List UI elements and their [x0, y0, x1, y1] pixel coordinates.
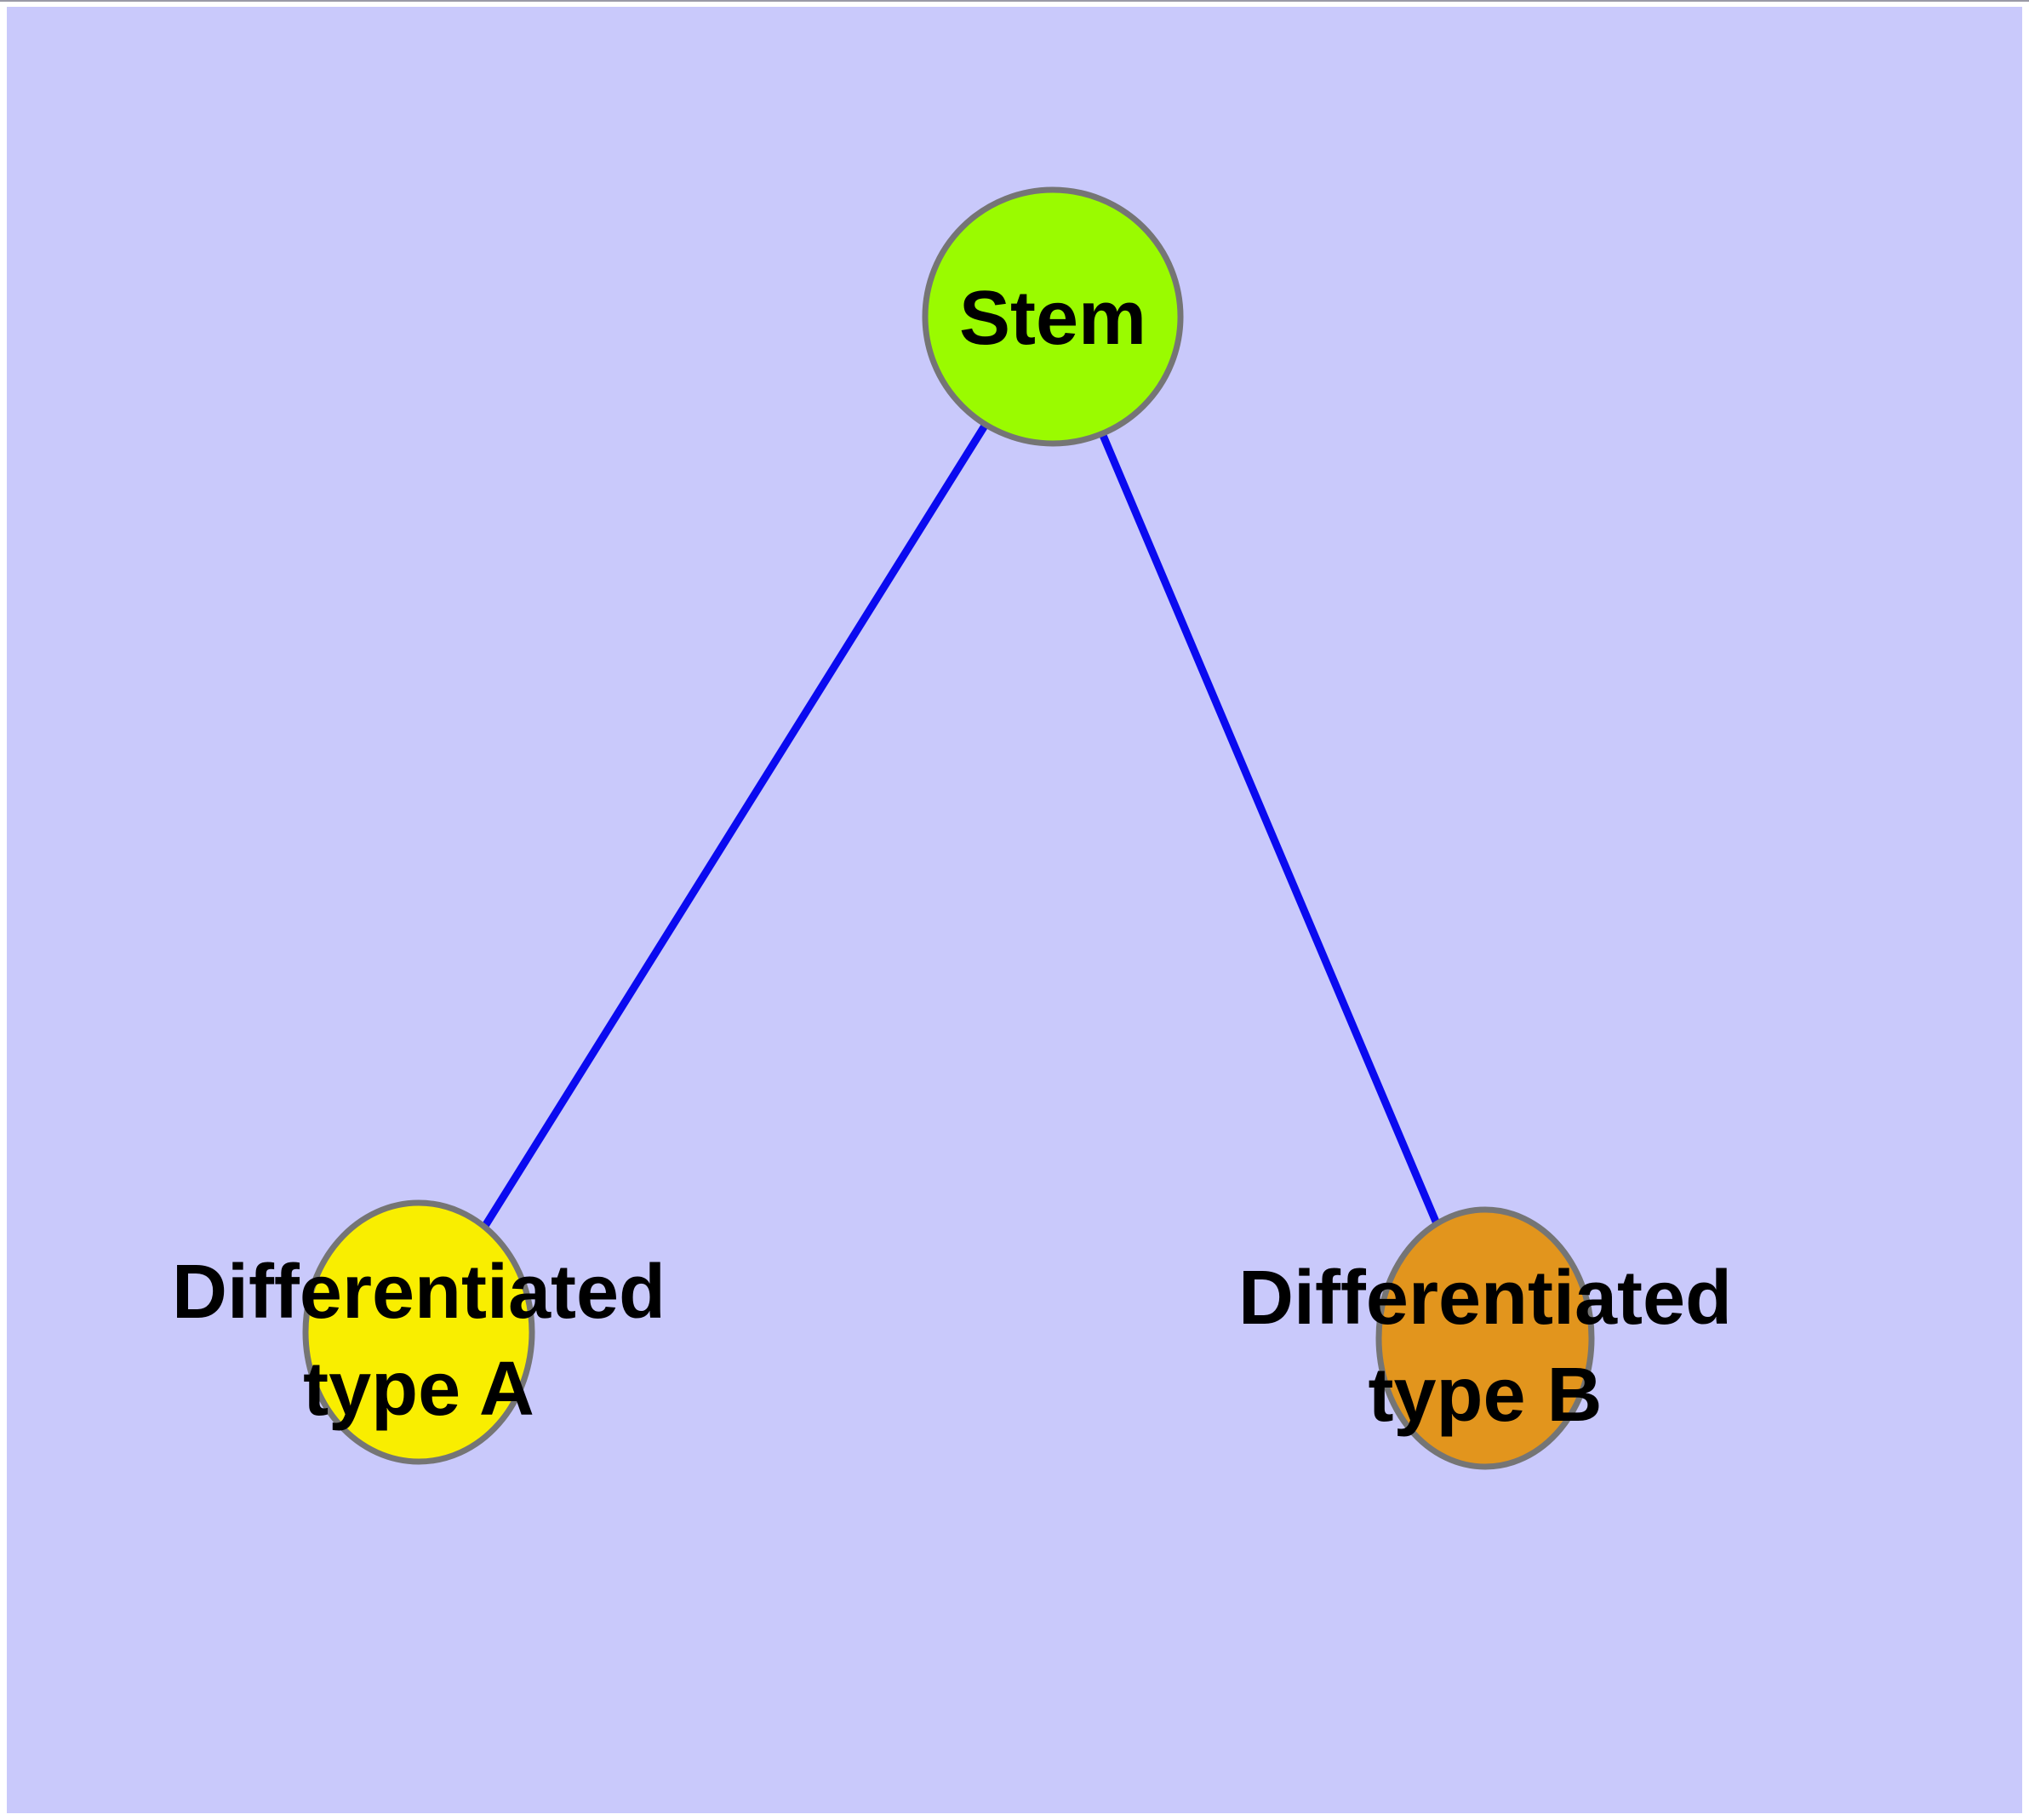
node-type-a-label-line1: Differentiated: [172, 1250, 666, 1335]
node-type-a-circle: [302, 1199, 535, 1465]
node-type-b-label-line1: Differentiated: [1238, 1256, 1732, 1341]
node-stem-label: Stem: [959, 276, 1146, 361]
edge-stem-to-type-b: [1049, 312, 1489, 1342]
node-type-b-circle: [1375, 1206, 1595, 1470]
node-type-b-label-line2: type B: [1368, 1353, 1602, 1438]
top-edge-rule: [0, 0, 2029, 2]
node-stem-circle: [922, 186, 1184, 447]
edge-stem-to-type-a: [414, 312, 1057, 1336]
node-type-a-label-line2: type A: [303, 1347, 534, 1432]
